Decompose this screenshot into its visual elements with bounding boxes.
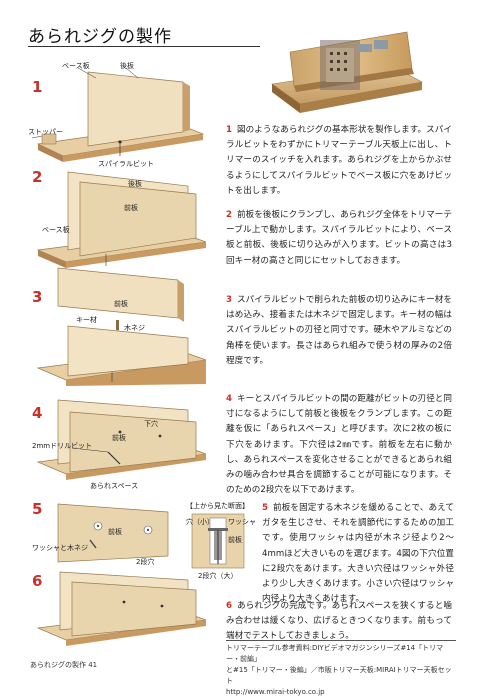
- figure-5-illustration: 前板 ワッシャと木ネジ 2段穴: [32, 503, 169, 566]
- references-url[interactable]: http://www.mirai-tokyo.co.jp: [226, 688, 325, 696]
- figure-number-4: 4: [32, 404, 43, 422]
- figure-3-illustration: 前板 キー材 木ネジ: [36, 267, 207, 386]
- f2-base-label: ベース板: [42, 225, 70, 234]
- f2-back-label: 後板: [128, 179, 142, 188]
- f5-washer-label: ワッシャと木ネジ: [32, 543, 88, 552]
- page-footer: あられジグの製作 41: [30, 661, 98, 669]
- topview-small-hole: 穴（小）: [186, 517, 214, 526]
- f5-hole2-label: 2段穴: [136, 557, 154, 566]
- f4-hole-label: 下穴: [144, 419, 158, 428]
- references-line-1: トリマーテーブル参考資料:DIYビデオマガジンシリーズ#14「トリマー・前編」: [226, 644, 444, 663]
- f3-front-label: 前板: [114, 299, 128, 308]
- references-rule: [226, 640, 456, 641]
- f1-bit-label: スパイラルビット: [98, 159, 154, 168]
- topview-hole2: 2段穴（大）: [198, 571, 237, 580]
- figure-number-2: 2: [32, 168, 43, 186]
- f3-screw-label: 木ネジ: [124, 323, 145, 332]
- figure-number-5: 5: [32, 500, 43, 518]
- page-title: あられジグの製作: [28, 27, 172, 47]
- f1-back-label: 後板: [120, 62, 134, 70]
- f5-front-label: 前板: [108, 527, 122, 536]
- topview-washer: ワッシャ: [228, 518, 256, 526]
- top-view-section: 【上から見た断面】 穴（小） ワッシャ 前板 2段穴（大）: [186, 501, 256, 580]
- figure-6-illustration: [36, 571, 207, 646]
- figure-4-illustration: 下穴 前板 2mmドリルビット あられスペース: [32, 399, 207, 490]
- references: トリマーテーブル参考資料:DIYビデオマガジンシリーズ#14「トリマー・前編」 …: [226, 640, 456, 698]
- title-rule: [28, 46, 260, 47]
- references-line-2: と#15「トリマー・後編」／市販トリマー天板:MIRAIトリマー天板セット: [226, 666, 452, 685]
- f1-base-label: ベース板: [62, 62, 90, 70]
- figure-2-illustration: 後板 前板 ベース板: [36, 171, 207, 268]
- f1-stopper-label: ストッパー: [28, 128, 63, 136]
- figure-1-illustration: ベース板 後板 ストッパー スパイラルビット: [28, 62, 205, 168]
- f4-front-label: 前板: [112, 433, 126, 442]
- f4-drill-label: 2mmドリルビット: [32, 441, 92, 450]
- f3-key-label: キー材: [76, 315, 97, 324]
- figure-number-1: 1: [32, 78, 43, 96]
- figure-number-6: 6: [32, 572, 43, 590]
- figure-number-3: 3: [32, 288, 43, 306]
- f2-front-label: 前板: [124, 203, 138, 212]
- f4-space-label: あられスペース: [90, 482, 138, 490]
- topview-front: 前板: [228, 535, 242, 544]
- hero-jig-illustration: [271, 31, 423, 113]
- topview-title: 【上から見た断面】: [186, 501, 249, 510]
